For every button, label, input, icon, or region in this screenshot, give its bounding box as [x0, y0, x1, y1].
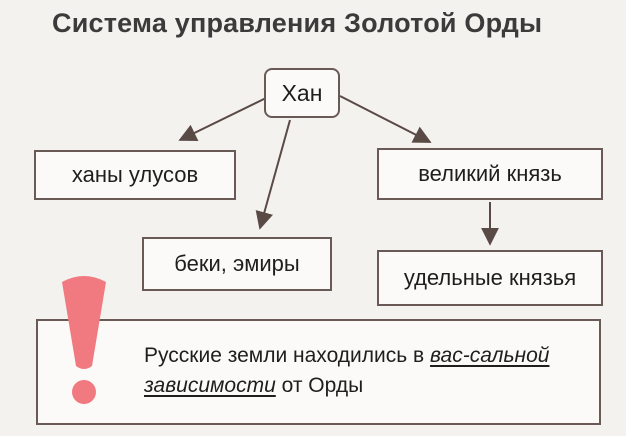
- note-text-before: Русские земли находились в: [144, 344, 431, 367]
- diagram-title: Система управления Золотой Орды: [52, 8, 543, 38]
- note-text-after: от Орды: [275, 374, 364, 397]
- arrow-khan-to-beks: [255, 119, 291, 230]
- node-khan: Хан: [264, 68, 340, 118]
- node-appanage-princes: удельные князья: [377, 250, 603, 306]
- note-text: Русские земли находились в вас-сальной з…: [144, 341, 564, 401]
- exclamation-mark-icon: [62, 276, 106, 404]
- arrow-khan-to-grand-prince: [339, 95, 432, 143]
- arrow-khan-to-ulus-khans: [178, 97, 267, 141]
- node-grand-prince: великий князь: [377, 148, 603, 200]
- note-box: Русские земли находились в вас-сальной з…: [36, 319, 601, 425]
- note-emphasis: вас-сальной зависимости: [144, 344, 550, 397]
- node-beks-emirs: беки, эмиры: [142, 237, 332, 291]
- node-ulus-khans: ханы улусов: [34, 150, 236, 200]
